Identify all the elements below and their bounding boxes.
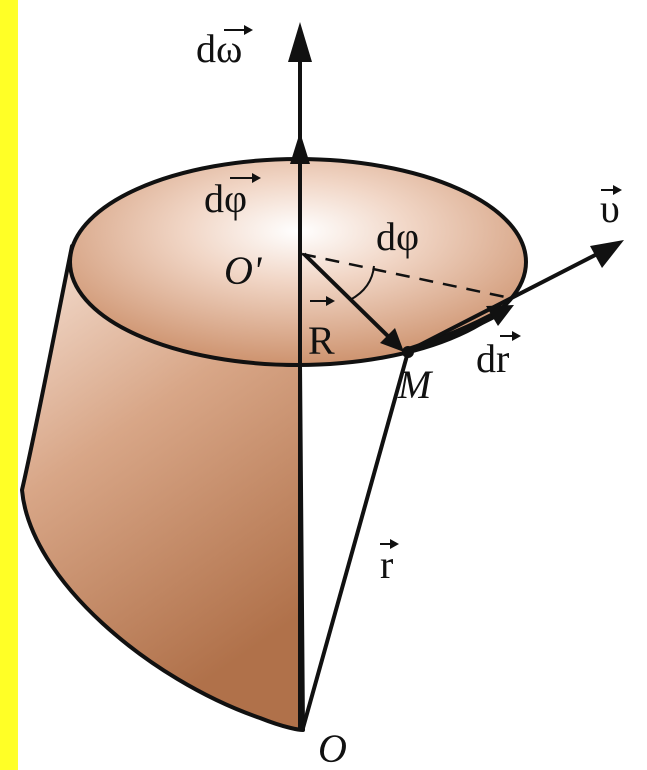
svg-text:dφ: dφ xyxy=(204,176,247,221)
svg-text:r: r xyxy=(380,542,393,587)
d-phi-vector-arrowhead xyxy=(290,132,310,164)
label-d-phi-vector: dφ xyxy=(204,173,261,221)
diagram-canvas: dω dφ dφ O' R M dr υ xyxy=(18,0,647,770)
dr-arrowhead xyxy=(486,305,514,326)
svg-text:R: R xyxy=(308,318,335,363)
vector-R xyxy=(302,252,398,346)
v-vector-mark xyxy=(601,185,622,195)
angle-arc xyxy=(349,265,375,301)
label-o: O xyxy=(318,726,347,770)
svg-text:dω: dω xyxy=(196,26,242,71)
radius-vector-r xyxy=(301,351,410,729)
label-m: M xyxy=(397,362,434,407)
svg-text:dr: dr xyxy=(476,336,509,381)
label-d-omega: dω xyxy=(196,25,253,71)
label-dr: dr xyxy=(476,331,521,381)
d-omega-vector-mark xyxy=(224,25,253,35)
rotation-diagram: dω dφ dφ O' R M dr υ xyxy=(20,22,624,770)
r-cap-vector-mark xyxy=(310,296,335,306)
label-d-phi-angle: dφ xyxy=(376,214,419,259)
label-v: υ xyxy=(600,185,622,231)
velocity-arrowhead xyxy=(590,240,624,268)
label-r-small: r xyxy=(380,539,399,587)
velocity-vector xyxy=(409,248,606,352)
vector-R-arrowhead xyxy=(380,328,404,352)
d-omega-arrowhead xyxy=(288,22,312,62)
dashed-reference-line xyxy=(301,252,511,300)
r-small-vector-mark xyxy=(380,539,399,549)
d-phi-vector-mark xyxy=(230,173,261,183)
svg-text:υ: υ xyxy=(600,186,620,231)
dr-vector-mark xyxy=(500,331,521,341)
label-o-prime: O' xyxy=(224,248,263,293)
label-r-cap: R xyxy=(308,296,335,363)
